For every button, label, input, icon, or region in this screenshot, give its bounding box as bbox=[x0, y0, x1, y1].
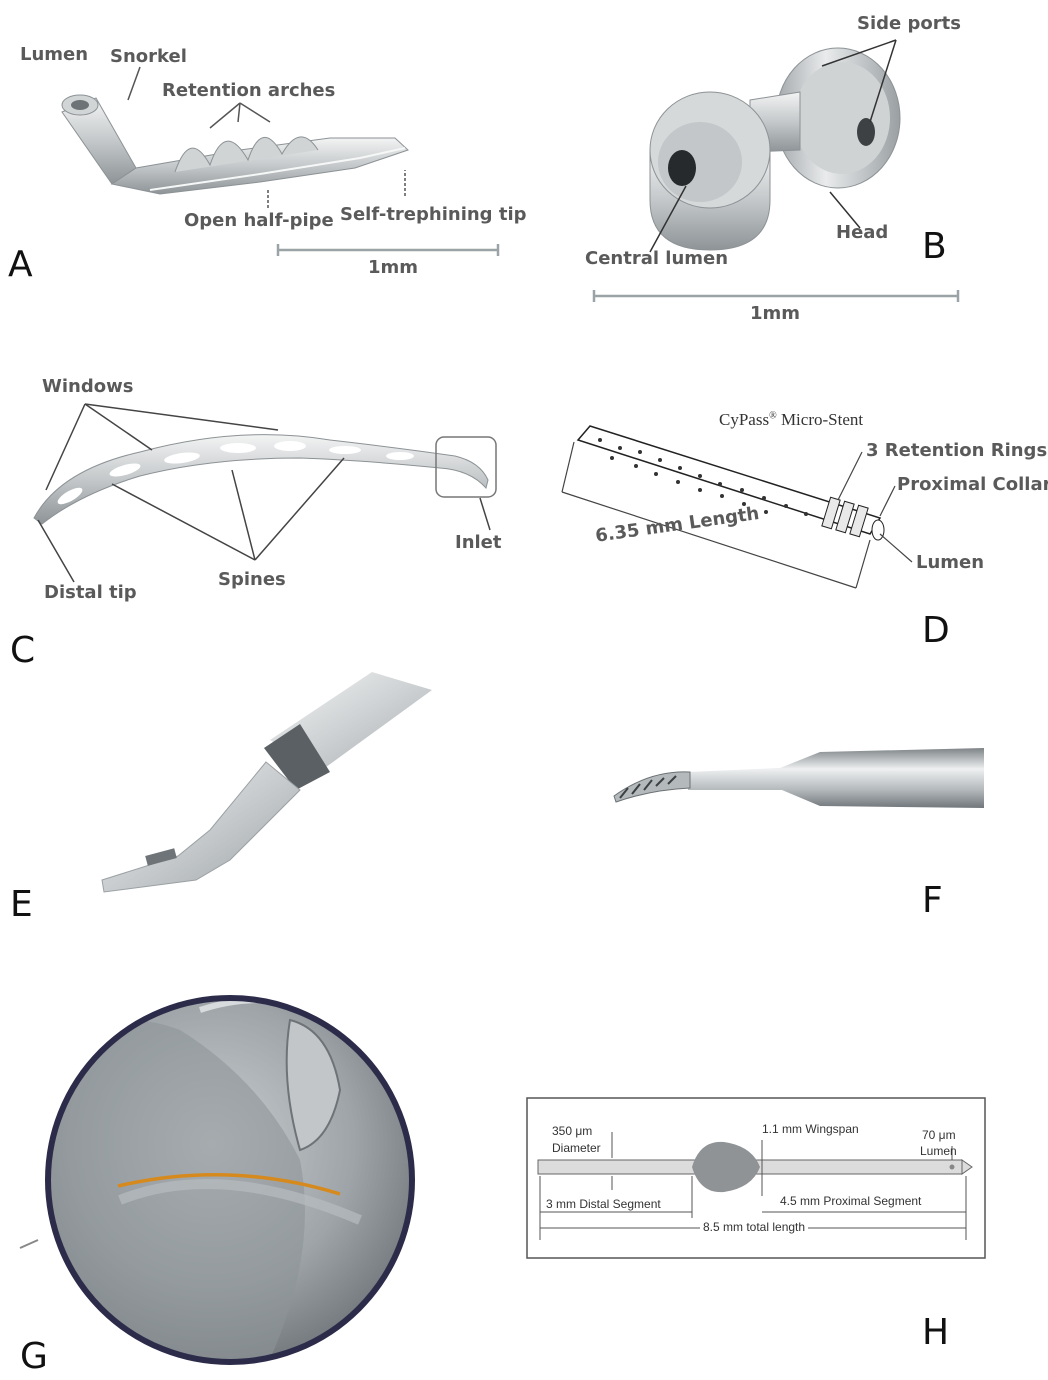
scale-label-b: 1mm bbox=[750, 303, 800, 324]
panel-letter-g: G bbox=[20, 1336, 48, 1377]
panel-c-hydrus-drawing bbox=[34, 435, 496, 524]
label-self-trephining-tip: Self-trephining tip bbox=[340, 204, 527, 225]
panel-g-coin-photo bbox=[20, 989, 412, 1380]
label-distal-segment: 3 mm Distal Segment bbox=[546, 1197, 661, 1211]
panel-letter-d: D bbox=[922, 610, 950, 651]
panel-h-schematic bbox=[527, 1098, 985, 1258]
label-lumen-d: Lumen bbox=[916, 552, 984, 573]
scale-label-a: 1mm bbox=[368, 257, 418, 278]
cypass-title-main: CyPass bbox=[719, 410, 769, 429]
cypass-title: CyPass® Micro-Stent bbox=[719, 410, 863, 430]
panel-letter-b: B bbox=[922, 226, 947, 267]
label-inlet: Inlet bbox=[455, 532, 502, 553]
panel-letter-h: H bbox=[922, 1312, 949, 1353]
panel-c-leader-lines bbox=[38, 404, 490, 582]
label-wingspan: 1.1 mm Wingspan bbox=[762, 1122, 859, 1136]
label-central-lumen: Central lumen bbox=[585, 248, 728, 269]
panel-b-scale-bar bbox=[594, 290, 958, 302]
label-side-ports: Side ports bbox=[857, 13, 961, 34]
label-head: Head bbox=[836, 222, 888, 243]
panel-f-injector-drawing bbox=[614, 748, 984, 808]
label-lumen-h: Lumen bbox=[920, 1144, 957, 1158]
label-open-half-pipe: Open half-pipe bbox=[184, 210, 334, 231]
panel-letter-a: A bbox=[8, 244, 33, 285]
label-lumen-a: Lumen bbox=[20, 44, 88, 65]
panel-a-istent-drawing bbox=[62, 95, 408, 194]
label-spines: Spines bbox=[218, 569, 286, 590]
label-total-length: 8.5 mm total length bbox=[700, 1220, 808, 1234]
label-diameter-value: 350 μm bbox=[552, 1124, 592, 1138]
panel-b-inject-drawing bbox=[650, 48, 900, 250]
panel-letter-c: C bbox=[10, 630, 35, 671]
label-diameter: Diameter bbox=[552, 1141, 601, 1155]
panel-e-injector-drawing bbox=[102, 672, 432, 892]
label-proximal-collar: Proximal Collar bbox=[897, 474, 1048, 495]
panel-letter-e: E bbox=[10, 884, 33, 925]
panel-a-scale-bar bbox=[278, 244, 498, 256]
label-retention-rings: 3 Retention Rings bbox=[866, 440, 1047, 461]
label-windows: Windows bbox=[42, 376, 133, 397]
label-distal-tip: Distal tip bbox=[44, 582, 137, 603]
cypass-title-sup: ® bbox=[769, 410, 777, 421]
label-lumen-value-h: 70 μm bbox=[922, 1128, 956, 1142]
cypass-title-rest: Micro-Stent bbox=[777, 410, 863, 429]
label-snorkel: Snorkel bbox=[110, 46, 187, 67]
label-proximal-segment: 4.5 mm Proximal Segment bbox=[780, 1194, 921, 1208]
panel-letter-f: F bbox=[922, 880, 943, 921]
label-retention-arches: Retention arches bbox=[162, 80, 335, 101]
